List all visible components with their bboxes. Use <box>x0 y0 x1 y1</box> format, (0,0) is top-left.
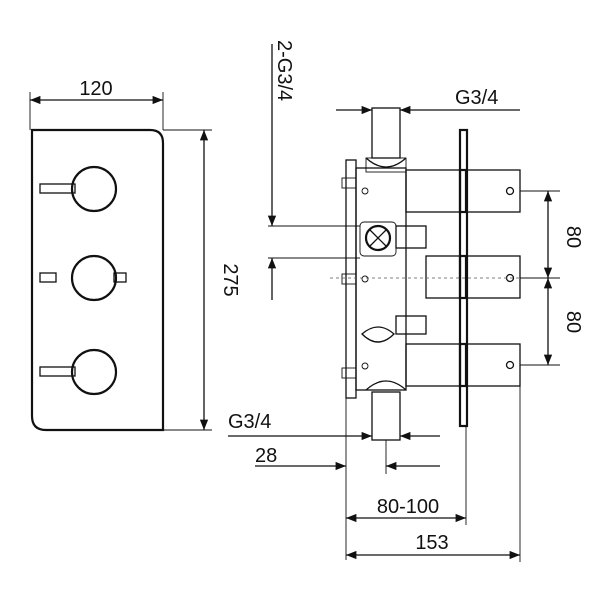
dim-2g34-label: 2-G3/4 <box>273 40 295 101</box>
dimension-2-g3-4: 2-G3/4 <box>267 40 360 300</box>
dimension-80-100: 80-100 <box>345 398 467 560</box>
front-view: 120 275 <box>29 78 241 432</box>
inlet-port-circle <box>364 224 392 252</box>
lever-middle-right <box>113 272 127 283</box>
control-handle-top <box>39 165 118 213</box>
bottom-pipe <box>371 391 401 441</box>
dimension-28: 28 <box>255 440 440 474</box>
dimension-275: 275 <box>163 129 241 431</box>
dimension-80-upper: 80 <box>520 190 584 279</box>
dim-275-label: 275 <box>219 263 241 296</box>
inlet-port-stub <box>395 225 427 249</box>
cartridge-top <box>405 168 521 214</box>
plate-tab-2 <box>341 273 357 285</box>
dim-g34-bottom-label: G3/4 <box>228 411 271 433</box>
handle-side-middle <box>465 255 521 299</box>
handle-side-bottom <box>465 343 521 387</box>
plate-tab-1 <box>341 177 357 189</box>
knob-middle <box>70 254 118 302</box>
lever-middle-left <box>39 272 57 283</box>
lower-port-stub <box>395 315 427 335</box>
dim-28-label: 28 <box>255 445 277 467</box>
side-view <box>330 107 560 441</box>
dimension-153: 153 <box>346 386 521 562</box>
handle-side-top <box>465 169 521 213</box>
dim-153-label: 153 <box>415 532 448 554</box>
dim-g34-top-label: G3/4 <box>455 87 498 109</box>
cartridge-bottom <box>405 342 521 388</box>
dim-80-100-label: 80-100 <box>377 496 439 518</box>
dimension-120: 120 <box>29 78 164 130</box>
cartridge-middle <box>425 254 521 300</box>
dim-80-upper-label: 80 <box>562 226 584 248</box>
dim-120-label: 120 <box>79 78 112 100</box>
dim-80-lower-label: 80 <box>562 311 584 333</box>
mounting-plate <box>345 159 357 399</box>
knob-top <box>70 165 118 213</box>
faceplate-outline <box>30 128 165 432</box>
valve-body <box>355 167 407 391</box>
top-pipe-nut <box>365 157 407 168</box>
dimension-80-lower: 80 <box>520 278 584 366</box>
knob-bottom <box>70 348 118 396</box>
control-handle-bottom <box>39 348 118 396</box>
bottom-pipe-nut <box>365 380 407 391</box>
control-handle-middle <box>39 254 127 302</box>
top-pipe-collar <box>365 157 407 173</box>
plate-tab-3 <box>341 367 357 379</box>
top-pipe <box>371 107 401 159</box>
lower-port <box>361 326 395 343</box>
dimension-g3-4-top: G3/4 <box>336 87 520 115</box>
lever-bottom <box>39 366 76 377</box>
lever-top <box>39 183 76 194</box>
dimension-g3-4-bottom: G3/4 <box>228 411 440 441</box>
